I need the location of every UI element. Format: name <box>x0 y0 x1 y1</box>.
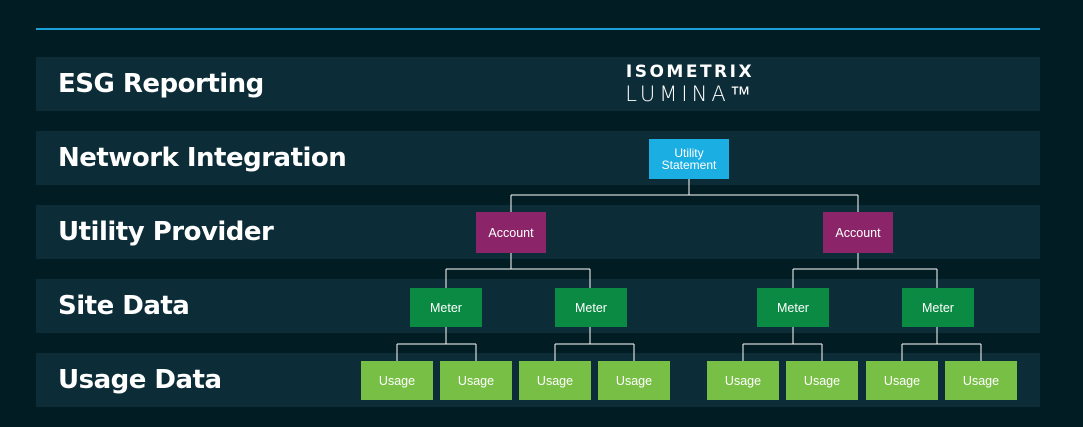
row-label-usage-data: Usage Data <box>58 365 222 395</box>
row-label-network-integration: Network Integration <box>58 143 347 173</box>
node-usage-5: Usage <box>707 361 779 400</box>
top-accent-line <box>36 28 1040 30</box>
node-usage-1: Usage <box>361 361 433 400</box>
node-meter-2: Meter <box>555 288 627 327</box>
node-account-1: Account <box>476 212 546 253</box>
row-site-data: Site Data <box>36 279 1040 333</box>
node-meter-1: Meter <box>410 288 482 327</box>
node-utility-statement: Utility Statement <box>649 139 729 179</box>
row-esg-reporting: ESG Reporting <box>36 57 1040 111</box>
row-label-utility-provider: Utility Provider <box>58 217 274 247</box>
node-usage-7: Usage <box>866 361 938 400</box>
row-label-esg-reporting: ESG Reporting <box>58 69 264 99</box>
node-usage-4: Usage <box>598 361 670 400</box>
node-meter-3: Meter <box>757 288 829 327</box>
logo-isometrix-text: ISOMETRIX <box>625 62 755 82</box>
isometrix-lumina-logo: ISOMETRIX LUMINA™ <box>620 62 760 106</box>
logo-lumina-text: LUMINA™ <box>625 82 755 106</box>
row-network-integration: Network Integration <box>36 131 1040 185</box>
node-usage-6: Usage <box>786 361 858 400</box>
node-meter-4: Meter <box>902 288 974 327</box>
node-usage-8: Usage <box>945 361 1017 400</box>
node-usage-3: Usage <box>519 361 591 400</box>
row-label-site-data: Site Data <box>58 291 190 321</box>
node-usage-2: Usage <box>440 361 512 400</box>
node-account-2: Account <box>823 212 893 253</box>
